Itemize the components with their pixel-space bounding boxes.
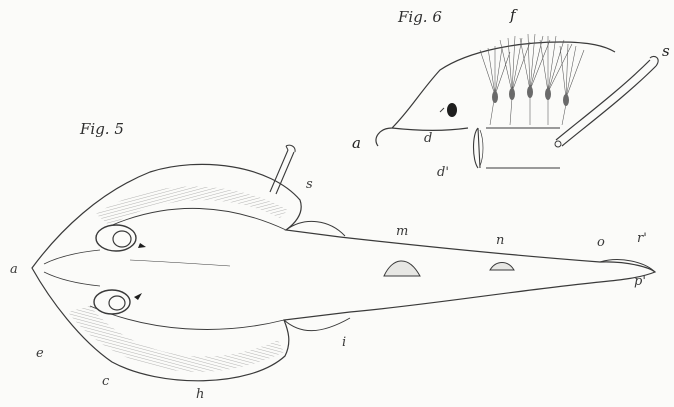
fig5-label-p: p' [634,275,646,288]
fig5-head-line [130,260,230,266]
fig6-gill-basket [474,128,561,168]
fig5-yolk-stalk [270,150,294,194]
fig6-label-d2: d' [437,166,449,179]
fig5-label-i: i [342,336,346,349]
fig6-label-f: f [510,8,516,23]
fig5-dorsal-fin-n [490,263,514,271]
fig6-gill-filaments [480,34,584,125]
fig5-dorsal-fin-m [384,261,420,276]
fig5-title: Fig. 5 [80,122,124,137]
fig5-label-h: h [196,388,204,401]
fig5-label-o: o [597,236,605,249]
fig6-label-a: a [352,136,361,151]
fig6-title: Fig. 6 [398,10,442,25]
fig5-label-e: e [36,347,44,360]
fig6-jaw [392,128,468,130]
fig5-snout-line-upper [44,250,100,264]
fig6-gill-arches [492,86,569,106]
fig5-lower-eye [94,290,142,314]
fig6-eye [447,103,457,117]
fig6-drawing [376,34,658,168]
fig5-lower-pelvic-fin [284,318,350,331]
fig5-snout-line-lower [44,272,100,286]
fig5-label-m: m [396,225,408,238]
fig5-label-r: r' [637,232,647,245]
fig5-label-n: n [496,234,504,247]
fig5-lower-fin-shade [68,306,284,372]
fig5-upper-eye [96,225,146,251]
fig5-label-c: c [102,375,109,388]
fig6-label-s: s [662,44,670,59]
fig5-label-a: a [10,263,18,276]
fig5-label-s: s [306,178,313,191]
fig6-label-d: d [424,132,432,145]
